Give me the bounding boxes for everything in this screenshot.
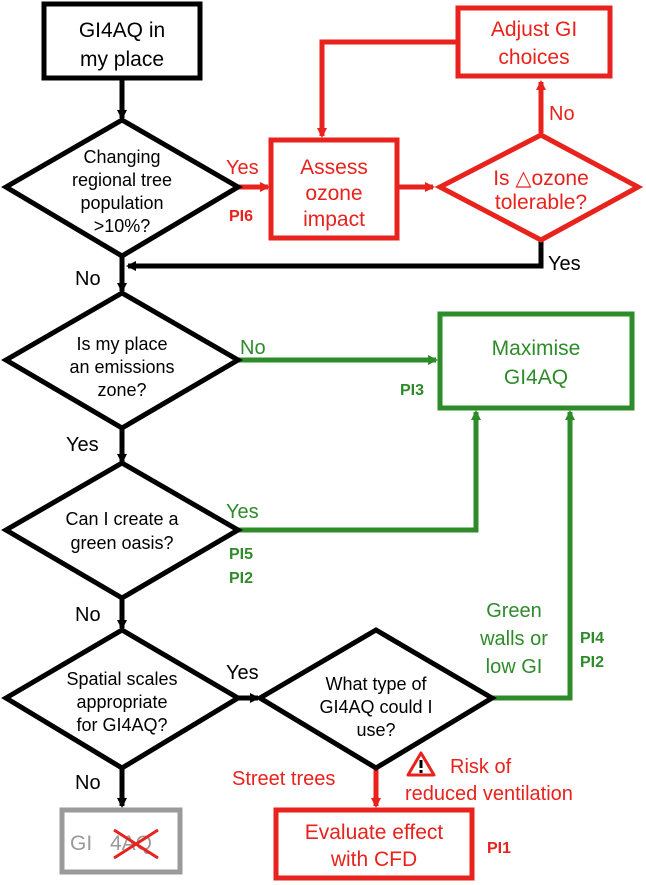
arrow-oasis-to-maximise bbox=[238, 410, 481, 533]
dec-tolerable-line-2: tolerable? bbox=[495, 191, 587, 214]
decision-spatial-scales: Spatial scales appropriate for GI4AQ? bbox=[1, 627, 243, 771]
label-ozone-yes: Yes bbox=[548, 253, 581, 275]
dec-treepop-line-3: population bbox=[80, 193, 163, 213]
label-oasis-no: No bbox=[75, 604, 101, 626]
arrow-tolerable-yes-to-main bbox=[126, 240, 544, 271]
node-cfd-line-1: Evaluate effect bbox=[305, 821, 444, 844]
label-green-walls-3: low GI bbox=[486, 656, 543, 678]
dec-type-line-3: use? bbox=[356, 720, 395, 740]
decision-ozone-tolerable: Is △ozone tolerable? bbox=[434, 132, 644, 243]
node-cfd-line-2: with CFD bbox=[330, 848, 417, 871]
end-text-gi: GI bbox=[70, 832, 92, 855]
label-pi6: PI6 bbox=[229, 208, 253, 225]
dec-oasis-line-2: green oasis? bbox=[70, 533, 173, 553]
node-maximise-line-2: GI4AQ bbox=[504, 366, 568, 389]
label-emissions-no: No bbox=[240, 337, 266, 359]
dec-type-line-1: What type of bbox=[325, 674, 427, 694]
label-oasis-yes: Yes bbox=[226, 501, 259, 523]
label-spatial-yes: Yes bbox=[226, 662, 259, 684]
label-street-trees: Street trees bbox=[232, 768, 335, 790]
decision-tree-population: Changing regional tree population >10%? bbox=[1, 117, 243, 259]
dec-emissions-line-1: Is my place bbox=[76, 334, 167, 354]
label-pi2-b: PI2 bbox=[580, 654, 604, 671]
red-cross-icon bbox=[113, 828, 159, 860]
decision-green-oasis: Can I create a green oasis? bbox=[1, 460, 243, 601]
dec-treepop-line-1: Changing bbox=[83, 147, 160, 167]
label-pi4: PI4 bbox=[580, 630, 604, 647]
dec-treepop-line-4: >10%? bbox=[94, 216, 151, 236]
dec-spatial-line-1: Spatial scales bbox=[66, 669, 177, 689]
dec-oasis-line-1: Can I create a bbox=[65, 509, 179, 529]
node-adjust-line-2: choices bbox=[498, 46, 569, 69]
label-emissions-yes: Yes bbox=[66, 434, 99, 456]
label-spatial-no: No bbox=[75, 772, 101, 794]
node-maximise: Maximise GI4AQ bbox=[437, 311, 635, 411]
dec-spatial-line-3: for GI4AQ? bbox=[76, 715, 167, 735]
node-start: GI4AQ in my place bbox=[41, 1, 203, 81]
dec-emissions-line-2: an emissions bbox=[69, 357, 174, 377]
arrow-adjust-to-assess bbox=[317, 39, 458, 138]
node-start-line-2: my place bbox=[80, 48, 164, 71]
label-green-walls-1: Green bbox=[486, 600, 542, 622]
node-evaluate-cfd: Evaluate effect with CFD bbox=[273, 807, 475, 881]
node-start-line-1: GI4AQ in bbox=[79, 19, 165, 42]
label-risk-1: Risk of bbox=[450, 756, 512, 778]
label-green-walls-2: walls or bbox=[479, 628, 548, 650]
node-assess-ozone: Assess ozone impact bbox=[268, 137, 400, 241]
dec-type-line-2: GI4AQ could I bbox=[319, 697, 432, 717]
dec-tolerable-line-1: Is △ozone bbox=[493, 167, 589, 190]
dec-spatial-line-2: appropriate bbox=[76, 692, 167, 712]
label-pi5: PI5 bbox=[229, 546, 253, 563]
node-maximise-line-1: Maximise bbox=[492, 337, 581, 360]
node-assess-line-1: Assess bbox=[300, 156, 368, 179]
label-pi2-a: PI2 bbox=[229, 570, 253, 587]
decision-gi-type: What type of GI4AQ could I use? bbox=[255, 627, 497, 771]
dec-emissions-line-3: zone? bbox=[97, 380, 146, 400]
node-no-gi4aq: GI 4AQ bbox=[59, 807, 183, 875]
decision-emissions-zone: Is my place an emissions zone? bbox=[1, 290, 243, 431]
policy-labels: PI6 PI3 PI5 PI2 PI4 PI2 PI1 bbox=[229, 208, 604, 857]
label-pi1: PI1 bbox=[487, 840, 511, 857]
arrow-type-to-maximise bbox=[490, 410, 575, 701]
dec-treepop-line-2: regional tree bbox=[72, 170, 172, 190]
node-assess-line-2: ozone bbox=[305, 182, 362, 205]
label-tree-no: No bbox=[75, 268, 101, 290]
node-adjust-gi: Adjust GI choices bbox=[455, 5, 613, 79]
label-ozone-no: No bbox=[549, 103, 575, 125]
label-pi3: PI3 bbox=[400, 382, 424, 399]
edge-labels: Yes No No Yes No Yes Yes No Yes No Green… bbox=[66, 103, 581, 805]
node-adjust-line-1: Adjust GI bbox=[491, 18, 577, 41]
label-tree-yes: Yes bbox=[226, 157, 259, 179]
node-assess-line-3: impact bbox=[303, 208, 365, 231]
label-risk-2: reduced ventilation bbox=[405, 783, 573, 805]
warning-triangle-icon bbox=[406, 751, 436, 777]
